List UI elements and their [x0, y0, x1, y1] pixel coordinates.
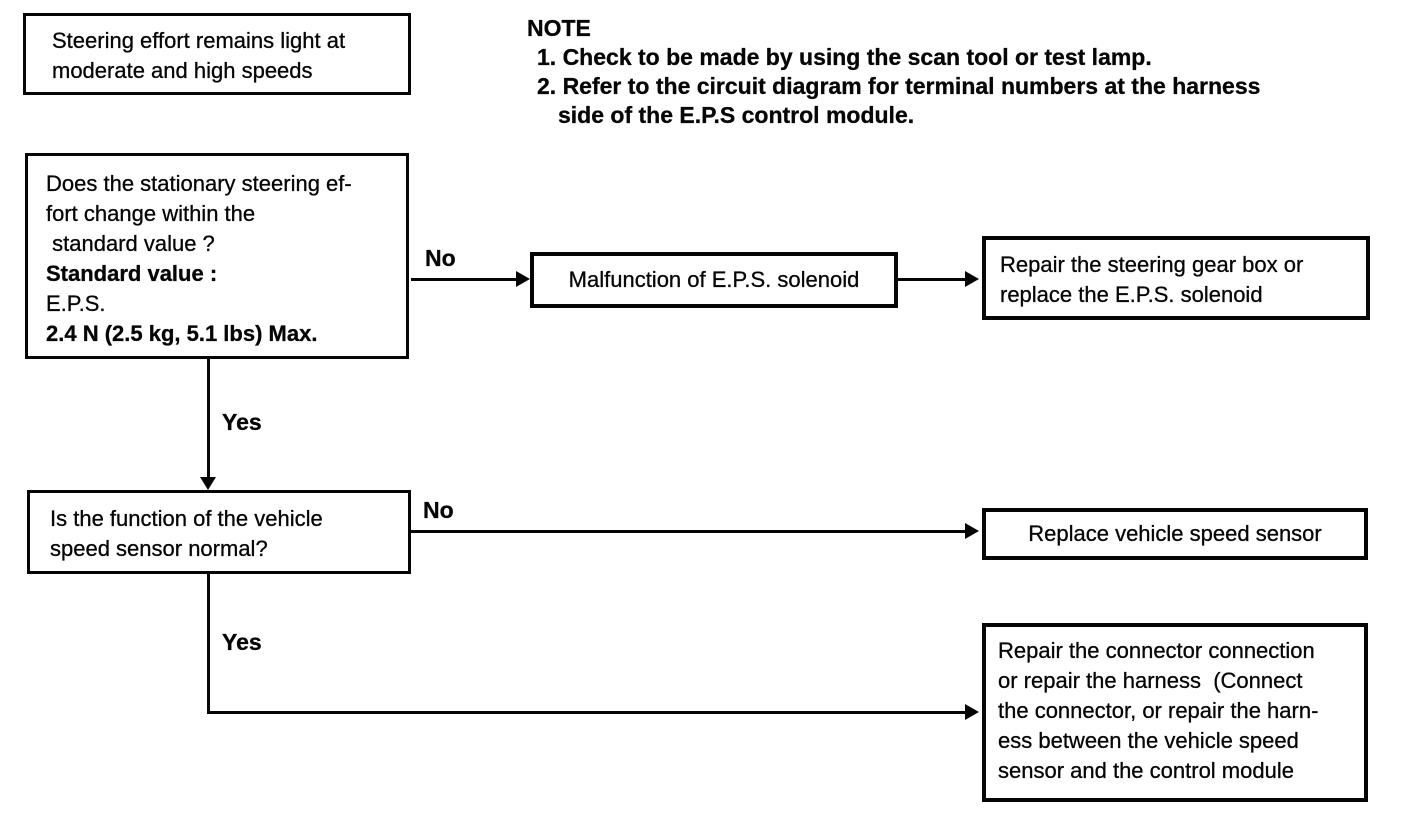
- question-2-box: Is the function of the vehicle speed sen…: [27, 490, 411, 574]
- action-repair-harness-box: Repair the connector connection or repai…: [982, 623, 1368, 802]
- start-condition-text: Steering effort remains light at moderat…: [52, 28, 346, 83]
- arrow-yes-2-head: [965, 704, 979, 720]
- question-1-text: Does the stationary steering ef- fort ch…: [46, 171, 352, 256]
- arrow-cause-head: [965, 271, 979, 287]
- arrow-yes-2-hline: [207, 711, 966, 714]
- question-2-text: Is the function of the vehicle speed sen…: [50, 506, 323, 561]
- label-no-2: No: [423, 497, 454, 523]
- arrow-no-2-line: [411, 530, 966, 533]
- label-no-1: No: [425, 245, 456, 271]
- question-1-standard-item: E.P.S.: [46, 291, 106, 316]
- question-1-standard-label: Standard value :: [46, 261, 218, 286]
- label-yes-1: Yes: [222, 409, 262, 435]
- note-item-1: 1. Check to be made by using the scan to…: [537, 44, 1152, 70]
- action-repair-gearbox-box: Repair the steering gear box or replace …: [982, 236, 1370, 320]
- note-item-2: 2. Refer to the circuit diagram for term…: [537, 73, 1261, 99]
- note-block: NOTE 1. Check to be made by using the sc…: [527, 14, 1261, 130]
- arrow-yes-2-vline: [207, 573, 210, 714]
- arrow-yes-1-line: [207, 359, 210, 478]
- cause-solenoid-text: Malfunction of E.P.S. solenoid: [568, 267, 860, 292]
- arrow-yes-1-head: [200, 477, 216, 490]
- question-1-box: Does the stationary steering ef- fort ch…: [25, 153, 409, 359]
- cause-solenoid-box: Malfunction of E.P.S. solenoid: [530, 252, 898, 308]
- action-replace-sensor-text: Replace vehicle speed sensor: [1028, 521, 1322, 546]
- arrow-no-1-line: [411, 278, 517, 281]
- start-condition-box: Steering effort remains light at moderat…: [23, 13, 411, 95]
- arrow-cause-line: [898, 278, 966, 281]
- question-1-standard-value: 2.4 N (2.5 kg, 5.1 lbs) Max.: [46, 321, 318, 346]
- action-replace-sensor-box: Replace vehicle speed sensor: [982, 508, 1368, 560]
- note-item-2-continued: side of the E.P.S control module.: [558, 102, 915, 128]
- action-repair-gearbox-text: Repair the steering gear box or replace …: [1000, 252, 1304, 307]
- note-title: NOTE: [527, 15, 591, 41]
- arrow-no-1-head: [516, 271, 530, 287]
- label-yes-2: Yes: [222, 629, 262, 655]
- arrow-no-2-head: [965, 523, 979, 539]
- action-repair-harness-text: Repair the connector connection or repai…: [998, 638, 1319, 783]
